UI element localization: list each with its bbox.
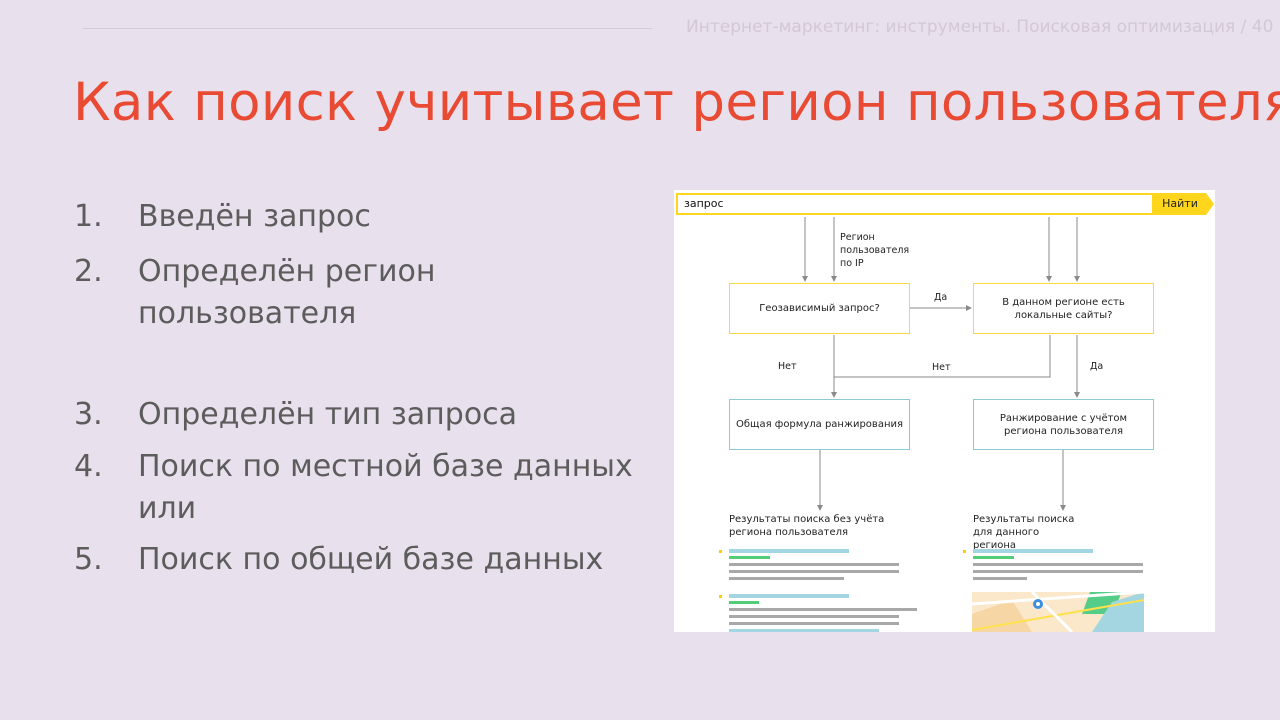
geo-query-box: Геозависимый запрос? — [729, 283, 910, 334]
result-url-bar — [729, 601, 759, 604]
step-number: 4. — [74, 449, 103, 484]
map-graphic — [972, 592, 1144, 632]
slide-title: Как поиск учитывает регион пользователя — [73, 72, 1280, 133]
geo-query-label: Геозависимый запрос? — [759, 303, 880, 314]
general-results-title: Результаты поиска без учёта региона поль… — [729, 514, 885, 538]
general-ranking-label: Общая формула ранжирования — [735, 419, 904, 430]
no-label: Нет — [778, 361, 797, 372]
flow-arrows — [802, 217, 1080, 511]
no-label: Нет — [932, 362, 951, 373]
search-input[interactable]: запрос — [676, 193, 1154, 215]
header-divider — [82, 28, 652, 29]
result-snippet-bar — [973, 577, 1027, 580]
regional-ranking-label: Ранжирование с учётом региона пользовате… — [999, 412, 1128, 437]
yes-label: Да — [934, 292, 948, 303]
flow-diagram: запрос Найти Регион пользователя по IP Г… — [674, 190, 1215, 632]
result-snippet-bar — [729, 563, 899, 566]
step-text: Поиск по общей базе данных — [138, 542, 604, 577]
regional-results-title: Результаты поиска для данного региона — [973, 514, 1075, 551]
regional-ranking-box: Ранжирование с учётом региона пользовате… — [973, 399, 1154, 450]
step-number: 3. — [74, 397, 103, 432]
result-snippet-bar — [729, 570, 899, 573]
general-ranking-box: Общая формула ранжирования — [729, 399, 910, 450]
region-note: Регион пользователя по IP — [840, 232, 910, 269]
search-button[interactable]: Найти — [1154, 193, 1206, 215]
page-number: / 40 — [1240, 17, 1274, 37]
result-snippet-bar — [973, 563, 1143, 566]
step-number: 5. — [74, 542, 103, 577]
result-title-bar — [729, 549, 849, 553]
result-snippet-bar — [729, 608, 917, 611]
result-marker — [719, 595, 722, 598]
result-url-bar — [973, 556, 1014, 559]
local-sites-label: В данном регионе есть локальные сайты? — [1002, 296, 1125, 321]
search-button-arrow — [1206, 193, 1214, 215]
result-title-bar — [729, 594, 849, 598]
step-text: Поиск по местной базе данных или — [138, 449, 633, 526]
step-number: 1. — [74, 199, 103, 234]
header-breadcrumb: Интернет-маркетинг: инструменты. Поисков… — [686, 17, 1274, 37]
result-title-bar — [973, 549, 1093, 553]
map-thumbnail — [972, 592, 1144, 632]
local-sites-box: В данном регионе есть локальные сайты? — [973, 283, 1154, 334]
result-snippet-bar — [729, 577, 844, 580]
result-snippet-bar — [729, 615, 899, 618]
yes-label: Да — [1090, 361, 1104, 372]
step-text: Введён запрос — [138, 199, 371, 234]
result-marker — [963, 550, 966, 553]
result-marker — [719, 550, 722, 553]
step-number: 2. — [74, 254, 103, 289]
step-text: Определён тип запроса — [138, 397, 518, 432]
result-snippet-bar — [729, 622, 899, 625]
step-text: Определён регион пользователя — [138, 254, 436, 331]
result-url-bar — [729, 556, 770, 559]
result-title-bar — [729, 629, 879, 632]
result-snippet-bar — [973, 570, 1143, 573]
